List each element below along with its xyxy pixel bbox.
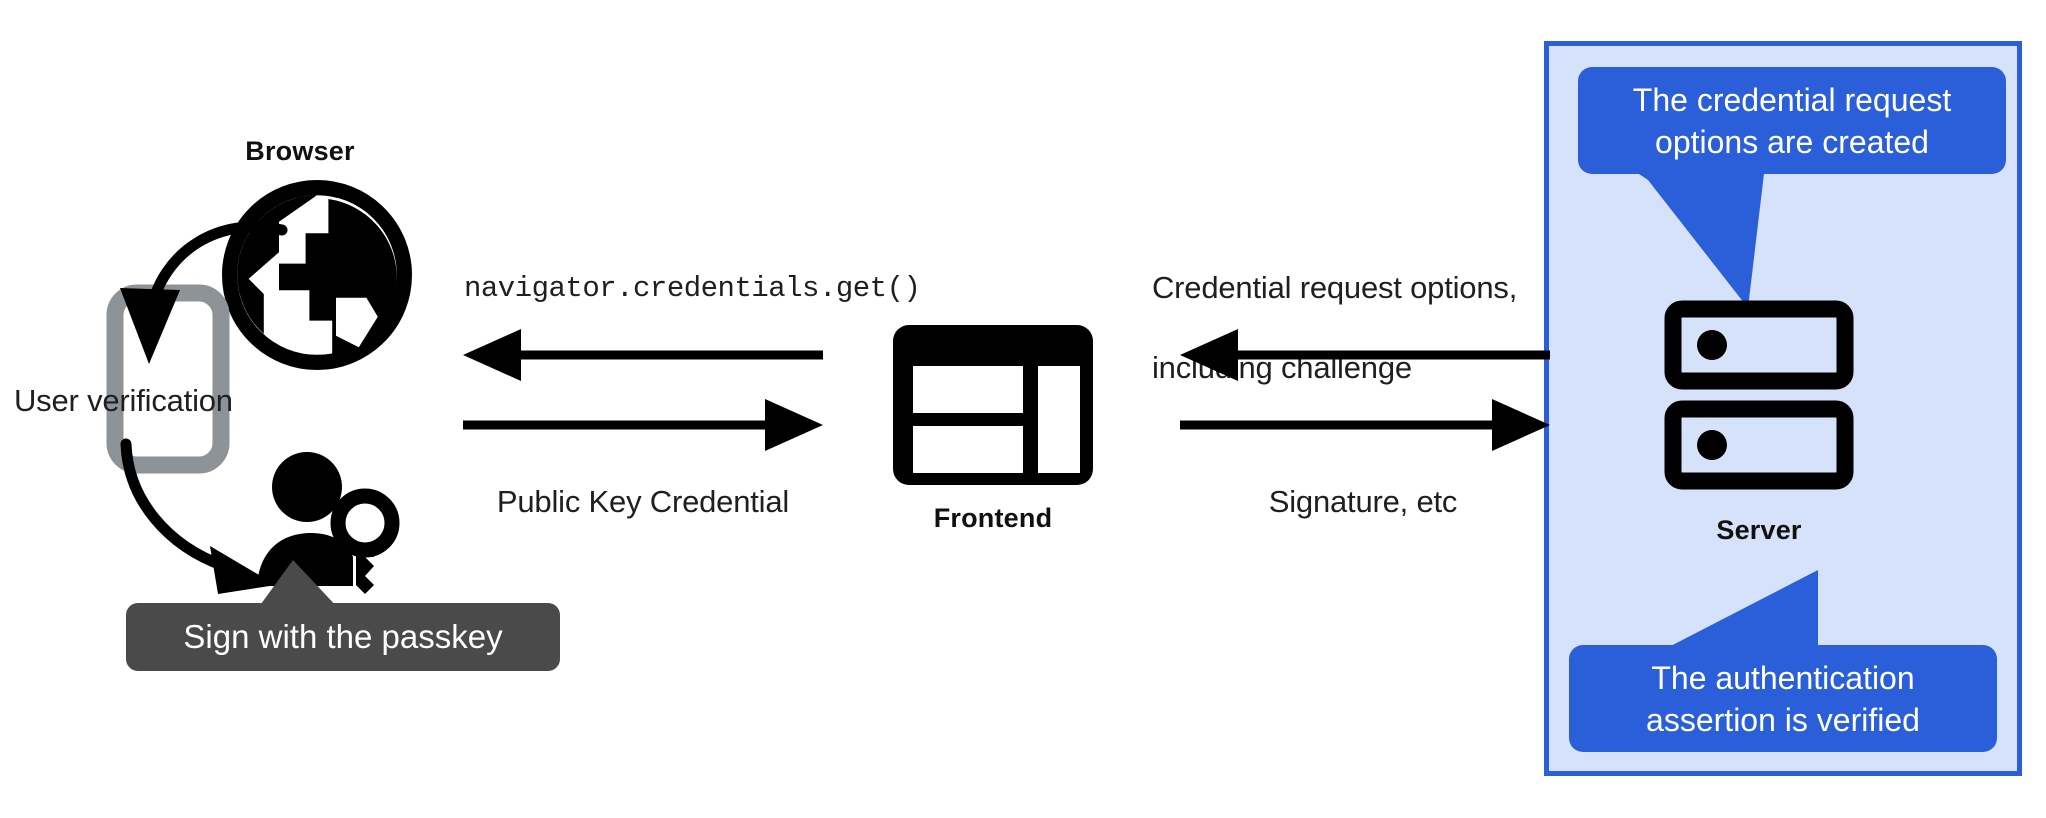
arrow-browser-to-phone xyxy=(100,218,290,388)
server-callout-top: The credential request options are creat… xyxy=(1578,67,2006,174)
server-rack-icon xyxy=(1664,300,1854,490)
public-key-credential-label: Public Key Credential xyxy=(496,484,790,519)
user-verification-label: User verification xyxy=(14,383,233,418)
credential-request-options-label: Credential request options, including ch… xyxy=(1152,228,1572,388)
arrow-frontend-to-browser xyxy=(463,329,823,381)
arrow-server-to-frontend xyxy=(1180,329,1550,381)
server-callout-bottom: The authentication assertion is verified xyxy=(1569,645,1997,752)
arrow-browser-to-frontend xyxy=(463,399,823,451)
person-with-key-icon xyxy=(255,445,403,594)
frontend-label: Frontend xyxy=(933,503,1053,533)
server-callout-top-tail xyxy=(1588,140,1868,310)
server-label: Server xyxy=(1716,515,1802,545)
browser-label: Browser xyxy=(245,136,355,166)
credential-request-options-line1: Credential request options, xyxy=(1152,270,1518,305)
arrow-frontend-to-server xyxy=(1180,399,1550,451)
signature-etc-label: Signature, etc xyxy=(1268,484,1458,519)
navigator-credentials-get-label: navigator.credentials.get() xyxy=(464,272,921,305)
web-layout-icon xyxy=(893,325,1093,485)
sign-with-passkey-callout: Sign with the passkey xyxy=(126,603,560,671)
